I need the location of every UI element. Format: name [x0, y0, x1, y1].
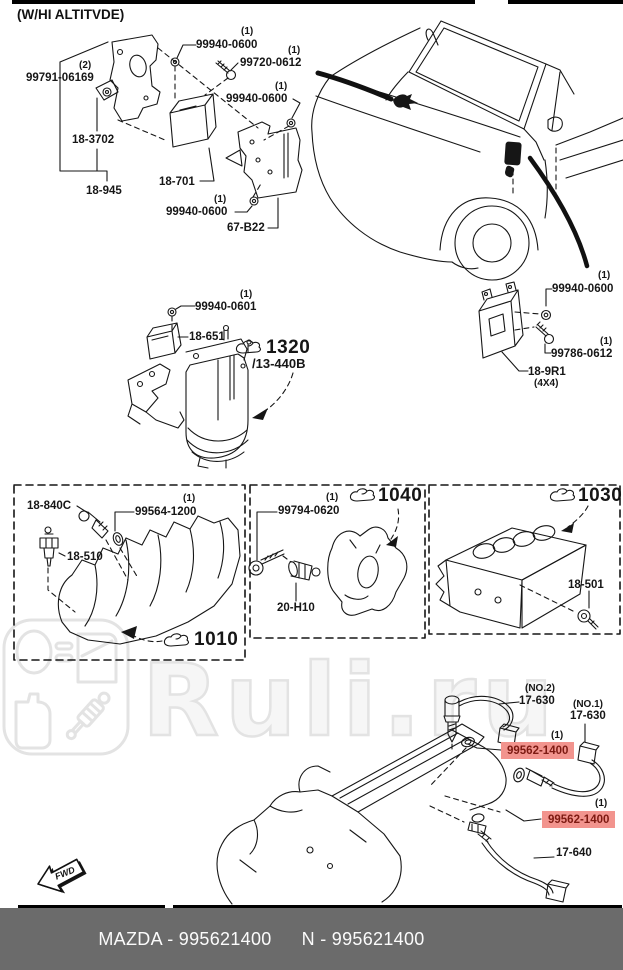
part-label-99720-0612: 99720-0612 — [240, 57, 302, 69]
part-label-18-840c: 18-840C — [27, 500, 72, 512]
part-label-17-630: 17-630 — [519, 695, 555, 707]
part-label-1: (1) — [600, 336, 613, 347]
footer-catalog-part-number: N - 995621400 — [301, 928, 425, 949]
part-label-18-9r1: 18-9R1 — [528, 366, 566, 378]
sub-diagram-box-1010 — [13, 484, 246, 661]
part-label-1: (1) — [214, 194, 227, 205]
part-label-no-2: (NO.2) — [525, 683, 555, 694]
part-label-1010: 1010 — [194, 629, 239, 650]
part-label-13-440b: /13-440B — [252, 356, 306, 371]
part-label-1: (1) — [183, 493, 196, 504]
part-label-67-b22: 67-B22 — [227, 222, 265, 234]
watermark-badge-icon — [2, 618, 130, 756]
part-label-99791-06169: 99791-06169 — [26, 72, 94, 84]
part-label-18-651: 18-651 — [189, 331, 225, 343]
parts-diagram-artwork: FWD — [13, 20, 623, 905]
part-label-1: (1) — [551, 730, 564, 741]
sub-diagram-box-1040 — [249, 484, 426, 639]
coil-and-distributor-drawing — [127, 305, 294, 469]
part-label-99940-0600: 99940-0600 — [226, 93, 288, 105]
part-label-99940-0601: 99940-0601 — [195, 301, 257, 313]
page-border-bottom-right — [173, 905, 622, 908]
part-label-1030: 1030 — [578, 485, 623, 506]
part-label-18-510: 18-510 — [67, 551, 103, 563]
highlighted-part-label-99562-1400: 99562-1400 — [542, 811, 616, 829]
part-label-17-630: 17-630 — [570, 710, 606, 722]
part-label-18-701: 18-701 — [159, 176, 195, 188]
part-label-99786-0612: 99786-0612 — [551, 348, 613, 360]
labels-layer: (1)99940-0600(1)99720-0612(2)99791-06169… — [26, 26, 623, 859]
sensor-bracket-drawing — [248, 508, 408, 616]
part-label-1: (1) — [326, 492, 339, 503]
part-label-18-3702: 18-3702 — [72, 134, 115, 146]
part-label-1: (1) — [275, 81, 288, 92]
mounting-bracket-assembly-drawing — [59, 34, 303, 229]
part-label-99940-0600: 99940-0600 — [552, 283, 614, 295]
control-module-drawing — [478, 281, 555, 372]
intake-manifold-drawing — [39, 505, 241, 645]
part-label-1: (1) — [288, 45, 301, 56]
part-label-99940-0600: 99940-0600 — [196, 39, 258, 51]
part-label-99564-1200: 99564-1200 — [135, 506, 197, 518]
sub-diagram-box-1030 — [428, 484, 621, 635]
part-label-1320: 1320 — [266, 337, 311, 358]
engine-and-oxygen-sensors-drawing — [216, 695, 605, 905]
page-border-top-left — [12, 0, 475, 4]
part-label-18-501: 18-501 — [568, 579, 604, 591]
watermark-layer: Ruli.ru — [2, 618, 554, 760]
part-label-1: (1) — [595, 798, 608, 809]
header-note: (W/HI ALTITVDE) — [17, 7, 125, 22]
part-label-1040: 1040 — [378, 485, 423, 506]
part-label-4x4: (4X4) — [534, 378, 559, 389]
part-label-1: (1) — [598, 270, 611, 281]
part-label-2: (2) — [79, 60, 92, 71]
part-label-18-945: 18-945 — [86, 185, 122, 197]
footer-part-number-bar: MAZDA - 995621400 N - 995621400 — [0, 908, 623, 970]
page-border-top-right — [508, 0, 623, 4]
page-border-bottom-left — [18, 905, 165, 908]
part-label-17-640: 17-640 — [556, 847, 592, 859]
car-illustration — [311, 20, 623, 281]
part-label-99794-0620: 99794-0620 — [278, 505, 340, 517]
highlighted-part-label-99562-1400: 99562-1400 — [501, 742, 575, 760]
part-label-20-h10: 20-H10 — [277, 602, 315, 614]
part-label-99940-0600: 99940-0600 — [166, 206, 228, 218]
part-label-no-1: (NO.1) — [573, 699, 603, 710]
fwd-direction-arrow: FWD — [37, 858, 87, 894]
part-label-1: (1) — [241, 26, 254, 37]
engine-block-drawing — [435, 505, 599, 630]
footer-brand-part-number: MAZDA - 995621400 — [98, 928, 272, 949]
part-label-1: (1) — [240, 289, 253, 300]
